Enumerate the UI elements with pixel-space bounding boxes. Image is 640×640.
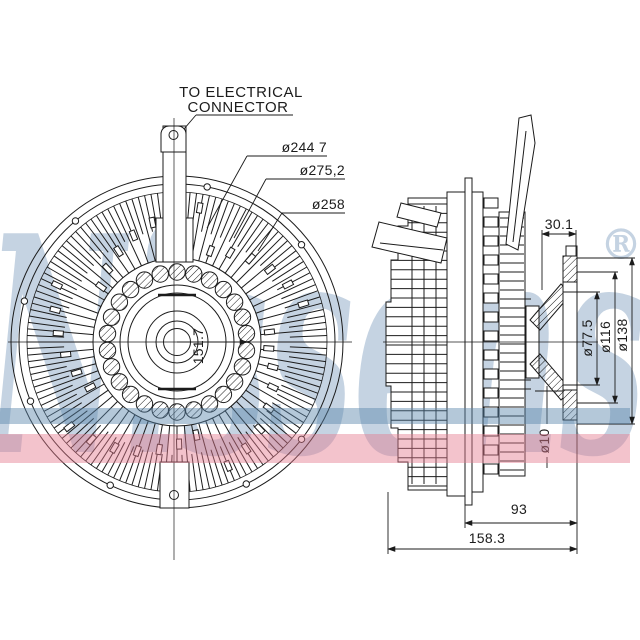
- dimension-lines: [177, 114, 635, 554]
- label-bolt-circle-dia: 151.7: [190, 328, 206, 365]
- dimension-labels: TO ELECTRICAL CONNECTOR ø244 7 ø275,2 ø2…: [179, 84, 630, 546]
- label-outer-ring-dia: ø244 7: [282, 139, 327, 155]
- front-view-drawing: [8, 118, 352, 560]
- side-fins-right: [500, 217, 531, 471]
- label-bolt-hole-dia: ø10: [536, 428, 552, 453]
- connector-tab-hole: [168, 130, 179, 140]
- radial-fins: [27, 192, 327, 492]
- bolt-hole-ring: [98, 263, 256, 421]
- registered-trademark-icon: ®: [600, 220, 640, 269]
- label-connector-offset: 30.1: [545, 216, 573, 232]
- callout-line1: TO ELECTRICAL: [179, 84, 303, 101]
- label-pilot-dia: ø116: [597, 321, 613, 353]
- label-overall-depth: 158.3: [469, 530, 506, 546]
- label-outermost-dia: ø275,2: [300, 162, 345, 178]
- wire-stay: [505, 114, 536, 251]
- fin-body-outline: [385, 197, 447, 491]
- callout-line2: CONNECTOR: [188, 99, 289, 116]
- label-flange-dia: ø138: [614, 318, 630, 351]
- bottom-bracket: [159, 461, 190, 509]
- highlight-band-pink: [0, 434, 630, 463]
- rim-holes: [20, 183, 306, 489]
- highlight-band-blue: [0, 408, 630, 424]
- side-connector-bracket: [371, 221, 448, 264]
- side-view-drawing: [371, 114, 598, 506]
- label-inner-ring-dia: ø258: [312, 196, 345, 212]
- label-shaft-dia: ø77.5: [579, 319, 595, 356]
- side-blocks: [483, 197, 499, 475]
- label-mount-depth: 93: [511, 501, 527, 517]
